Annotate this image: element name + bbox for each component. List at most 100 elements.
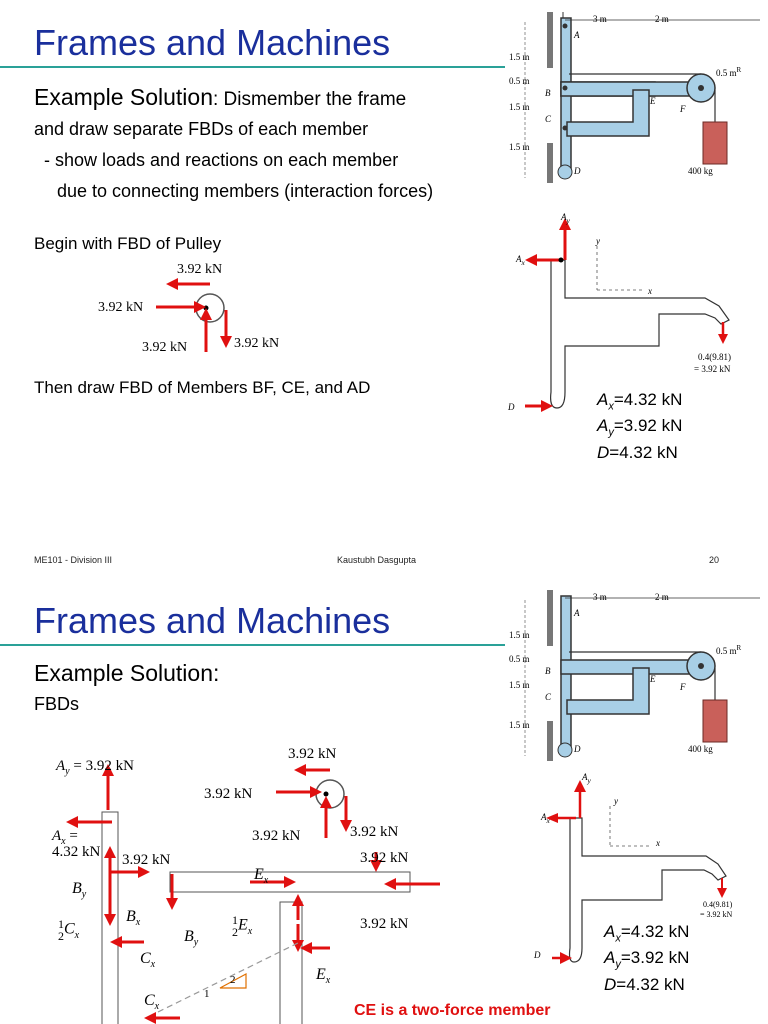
result-D: D=4.32 kN	[597, 442, 678, 462]
dim-2m: 2 m	[655, 14, 669, 24]
dim-1-5m-mid: 1.5 m	[509, 680, 530, 690]
label-Ex-bottom: Ex	[316, 966, 331, 987]
pulley-bottom-right-label: 3.92 kN	[350, 824, 399, 840]
whole-frame-fbd	[525, 218, 730, 412]
label-bf-left: 3.92 kN	[122, 852, 171, 868]
member-BF	[560, 659, 704, 675]
label-Bx: Bx	[126, 908, 141, 929]
members-intro: Then draw FBD of Members BF, CE, and AD	[34, 378, 371, 397]
label-A: A	[574, 30, 580, 40]
results-block-2: Ax=4.32 kN Ay=3.92 kN D=4.32 kN	[604, 922, 689, 994]
ce-two-force-note: CE is a two-force member	[354, 1002, 551, 1019]
label-Ex-top: Ex	[254, 866, 269, 887]
label-Cx: Cx	[140, 950, 156, 971]
label-Ax-eq: Ax =	[52, 828, 78, 847]
mass-block	[702, 121, 728, 165]
subtitle-bold: Example Solution	[34, 84, 213, 110]
subtitle: Example Solution:	[34, 660, 220, 686]
title-rule	[0, 644, 505, 646]
pulley-top-label: 3.92 kN	[288, 746, 337, 762]
dim-0-5m: 0.5 m	[509, 76, 530, 86]
dim-1-5m-bottom: 1.5 m	[509, 720, 530, 730]
pulley-intro: Begin with FBD of Pulley	[34, 234, 222, 253]
slide-2: Frames and Machines Example Solution: FB…	[0, 562, 768, 1024]
fbd-y-axis-label: y	[596, 236, 600, 246]
fbd-Ax-label: Ax	[541, 812, 550, 825]
dim-1-5m-mid: 1.5 m	[509, 102, 530, 112]
fbd-y-axis-label: y	[614, 796, 618, 806]
label-Cx2: Cx	[144, 992, 160, 1013]
subtitle: Example Solution: Dismember the frame	[34, 84, 406, 111]
whole-frame-fbd	[546, 780, 727, 964]
result-Ay: Ay=3.92 kN	[604, 948, 690, 971]
label-A: A	[574, 608, 580, 618]
subtitle-rest: : Dismember the frame	[213, 89, 407, 110]
dim-radius: 0.5 mR	[716, 644, 742, 656]
pulley-bottom-left-label: 3.92 kN	[252, 828, 301, 844]
fbd-load-line2: = 3.92 kN	[694, 364, 731, 374]
member-BF	[560, 81, 704, 97]
result-Ax: Ax=4.32 kN	[604, 922, 690, 945]
dim-1-5m-top: 1.5 m	[509, 630, 530, 640]
triangle-label-2: 2	[230, 974, 236, 986]
fbd-outline	[550, 259, 730, 409]
fbd-D-label: D	[508, 402, 515, 412]
body-line-3: - show loads and reactions on each membe…	[44, 150, 399, 170]
frame-figure	[524, 12, 760, 183]
fbd-x-axis-label: x	[656, 838, 660, 848]
pulley-bottom-right-label: 3.92 kN	[234, 336, 280, 351]
frame-figure	[524, 590, 760, 761]
result-Ay: Ay=3.92 kN	[597, 416, 683, 439]
mass-label: 400 kg	[688, 744, 713, 754]
body-line-2: and draw separate FBDs of each member	[34, 119, 369, 139]
ce-line-of-action	[157, 941, 301, 1013]
mass-label: 400 kg	[688, 166, 713, 176]
dim-3m: 3 m	[593, 14, 607, 24]
dim-1-5m-top: 1.5 m	[509, 52, 530, 62]
label-C: C	[545, 114, 552, 124]
fbd-load-line1: 0.4(9.81)	[703, 900, 733, 909]
pulley-fbd-diagram	[156, 278, 232, 352]
slide-title: Frames and Machines	[34, 600, 391, 641]
footer-course: ME101 - Division III	[34, 555, 113, 565]
label-By: By	[72, 880, 87, 901]
fbd-x-axis-label: x	[648, 286, 652, 296]
fbd-Ay-label: Ay	[582, 772, 591, 785]
title-rule	[0, 66, 505, 68]
label-C: C	[545, 692, 552, 702]
result-D: D=4.32 kN	[604, 974, 685, 994]
label-bf-right-bottom: 3.92 kN	[360, 916, 409, 932]
label-E: E	[650, 96, 656, 106]
sub-heading-fbds: FBDs	[34, 694, 79, 714]
label-Ax-num: 4.32 kN	[52, 844, 101, 860]
label-Ay-value: Ay = 3.92 kN	[56, 758, 134, 777]
dim-1-5m-bottom: 1.5 m	[509, 142, 530, 152]
member-CE	[566, 89, 650, 137]
label-D: D	[574, 744, 581, 754]
dim-2m: 2 m	[655, 592, 669, 602]
label-D: D	[574, 166, 581, 176]
slope-triangle	[219, 972, 247, 989]
body-line-4: due to connecting members (interaction f…	[57, 181, 434, 201]
fbd-D-label: D	[534, 950, 541, 960]
dim-3m: 3 m	[593, 592, 607, 602]
slide-title: Frames and Machines	[34, 22, 391, 63]
label-E: E	[650, 674, 656, 684]
member-fbds-diagram	[66, 764, 440, 1024]
wall-top	[547, 12, 553, 68]
dim-0-5m: 0.5 m	[509, 654, 530, 664]
label-F: F	[680, 682, 686, 692]
slide-1: Frames and Machines Example Solution: Di…	[0, 12, 760, 462]
member-CE-outline	[279, 901, 303, 1024]
mass-block	[702, 699, 728, 743]
pulley-left-label: 3.92 kN	[98, 300, 144, 315]
triangle-label-1: 1	[204, 988, 210, 1000]
pulley-left-label: 3.92 kN	[204, 786, 253, 802]
wall-bottom	[547, 143, 553, 183]
dim-radius: 0.5 mR	[716, 66, 742, 78]
results-block-1: Ax=4.32 kN Ay=3.92 kN D=4.32 kN	[597, 390, 682, 462]
label-By2: By	[184, 928, 199, 949]
label-bf-right-top: 3.92 kN	[360, 850, 409, 866]
